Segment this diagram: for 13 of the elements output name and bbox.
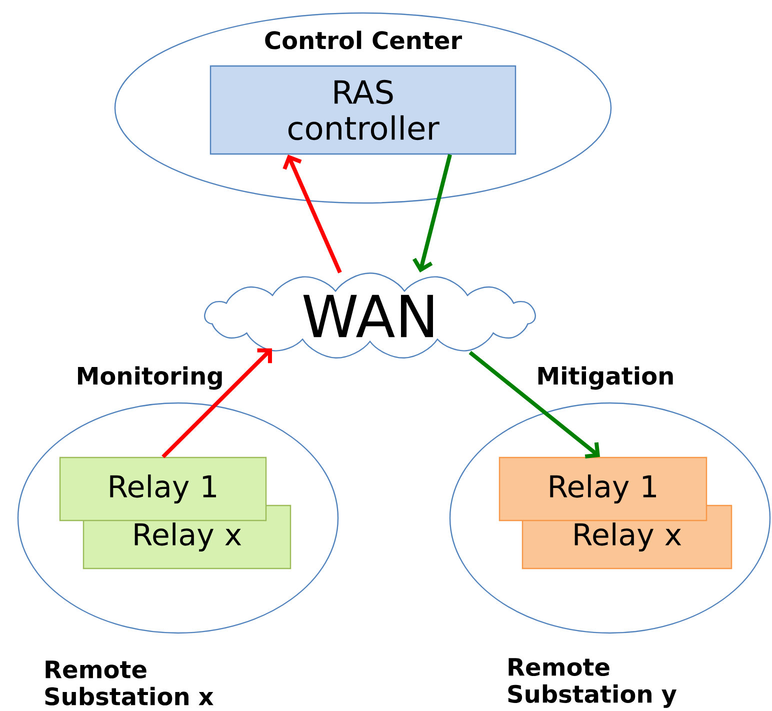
edge-label: Mitigation	[535, 365, 676, 391]
arrow	[282, 154, 342, 274]
arrow	[412, 154, 452, 273]
network-cloud: WAN	[204, 272, 536, 358]
process-box: Relay 1	[498, 456, 708, 522]
arrow	[468, 350, 600, 458]
process-box: RAS controller	[210, 65, 516, 155]
arrow	[162, 348, 272, 458]
region-label: Remote Substation x	[45, 660, 214, 706]
process-box: Relay 1	[59, 456, 267, 522]
edge-label: Monitoring	[74, 365, 225, 391]
region-label: Control Center	[265, 30, 462, 50]
region-label: Remote Substation y	[508, 658, 677, 708]
